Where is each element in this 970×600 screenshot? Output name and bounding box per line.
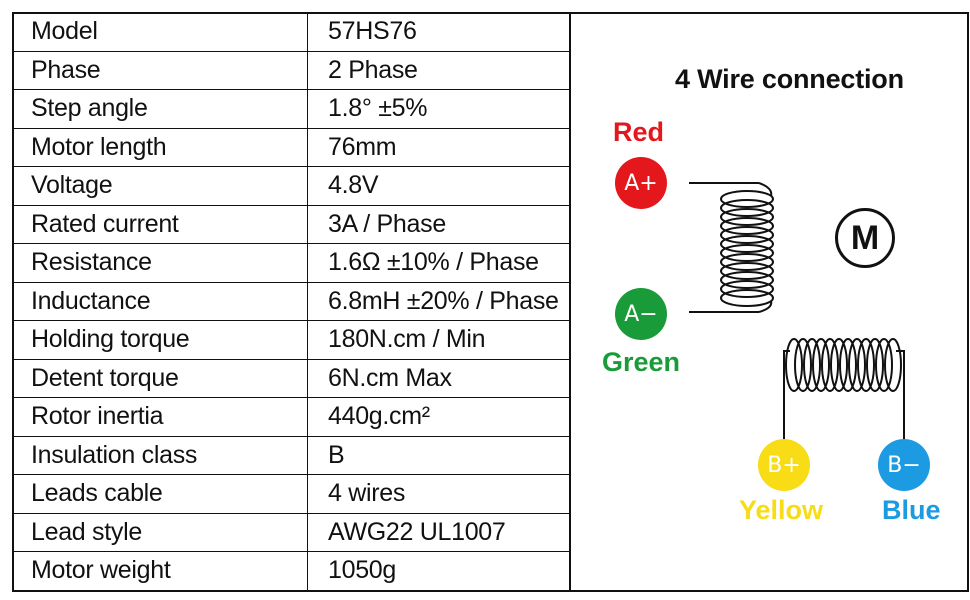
coil-a xyxy=(689,182,774,313)
green-label: Green xyxy=(602,347,681,377)
spec-row: Detent torque 6N.cm Max xyxy=(12,358,570,398)
spec-label: Model xyxy=(12,12,308,52)
spec-value: AWG22 UL1007 xyxy=(307,512,570,552)
spec-label: Rated current xyxy=(12,204,308,244)
wiring-lines xyxy=(689,182,905,442)
spec-value: 3A / Phase xyxy=(307,204,570,244)
diagram-title: 4 Wire connection xyxy=(675,64,904,94)
spec-label: Insulation class xyxy=(12,435,308,475)
spec-value: 180N.cm / Min xyxy=(307,320,570,360)
spec-label: Voltage xyxy=(12,166,308,206)
spec-value: 2 Phase xyxy=(307,50,570,90)
spec-value: 440g.cm² xyxy=(307,397,570,437)
red-label: Red xyxy=(613,117,665,147)
spec-label: Lead style xyxy=(12,512,308,552)
spec-value: 1.8° ±5% xyxy=(307,89,570,129)
spec-label: Resistance xyxy=(12,243,308,283)
spec-value: 1.6Ω ±10% / Phase xyxy=(307,243,570,283)
spec-value: 6.8mH ±20% / Phase xyxy=(307,281,570,321)
spec-value: 1050g xyxy=(307,551,570,591)
motor-symbol: M xyxy=(835,208,895,268)
spec-label: Holding torque xyxy=(12,320,308,360)
spec-value: 6N.cm Max xyxy=(307,358,570,398)
spec-label: Inductance xyxy=(12,281,308,321)
spec-label: Step angle xyxy=(12,89,308,129)
spec-value: 57HS76 xyxy=(307,12,570,52)
terminal-a-minus: A− xyxy=(615,288,667,340)
coil-b xyxy=(783,338,905,442)
wiring-diagram: 4 Wire connection Red A+ A− Green M B+ Y… xyxy=(571,12,969,592)
spec-label: Rotor inertia xyxy=(12,397,308,437)
spec-label: Motor length xyxy=(12,127,308,167)
spec-value: 4 wires xyxy=(307,474,570,514)
spec-label: Leads cable xyxy=(12,474,308,514)
spec-label: Motor weight xyxy=(12,551,308,591)
yellow-label: Yellow xyxy=(739,495,824,525)
blue-label: Blue xyxy=(882,495,941,525)
spec-value: 76mm xyxy=(307,127,570,167)
spec-label: Detent torque xyxy=(12,358,308,398)
spec-value: B xyxy=(307,435,570,475)
terminal-b-minus: B− xyxy=(878,439,930,491)
spec-label: Phase xyxy=(12,50,308,90)
spec-value: 4.8V xyxy=(307,166,570,206)
column-divider xyxy=(569,12,571,592)
terminal-b-plus: B+ xyxy=(758,439,810,491)
terminal-a-plus: A+ xyxy=(615,157,667,209)
